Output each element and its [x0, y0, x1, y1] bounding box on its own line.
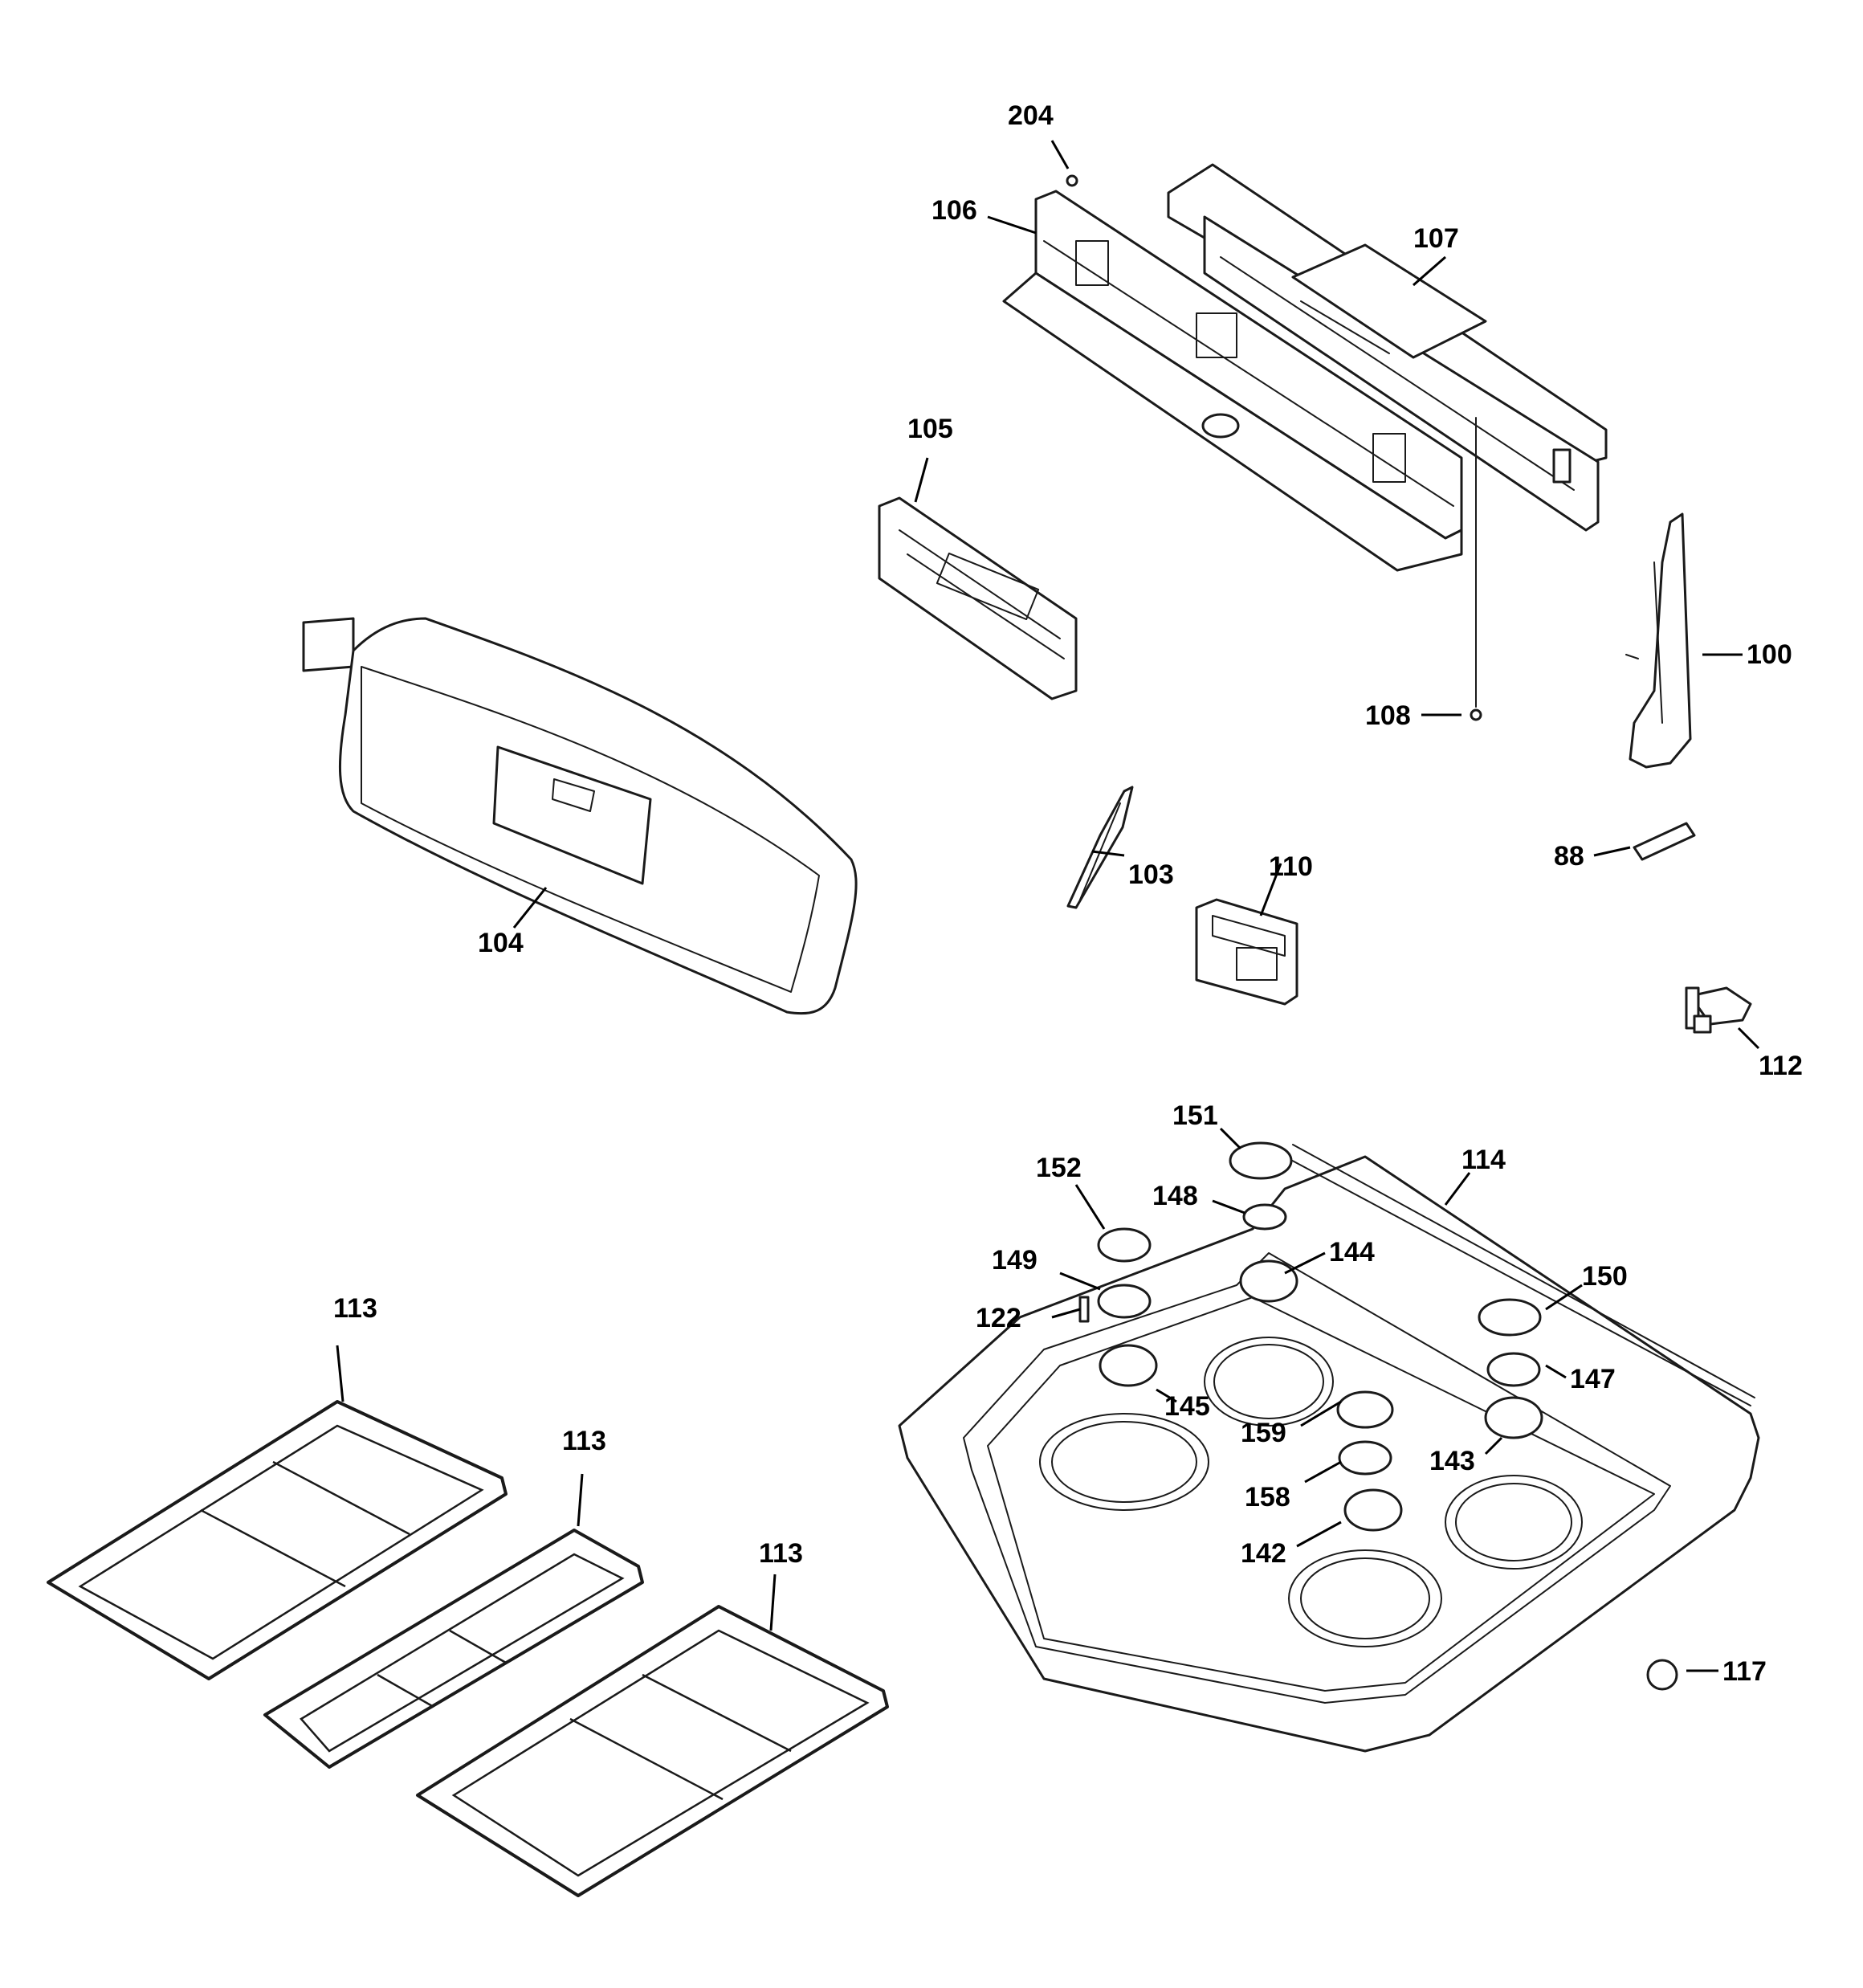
part-204-screw	[1066, 174, 1078, 187]
leader-lines	[336, 140, 1760, 1672]
callout-152: 152	[1036, 1153, 1082, 1183]
callout-150: 150	[1582, 1261, 1628, 1292]
callout-113-right: 113	[759, 1538, 803, 1569]
part-117-orifice	[1646, 1659, 1678, 1691]
part-106-bracket	[1002, 190, 1463, 572]
callout-159: 159	[1241, 1418, 1286, 1448]
callout-158: 158	[1245, 1482, 1290, 1512]
burner-heads	[1099, 1259, 1543, 1532]
part-104-control-panel	[302, 617, 858, 1015]
callout-122: 122	[976, 1303, 1021, 1333]
part-114-cooktop	[898, 1144, 1760, 1753]
part-112-valve	[1685, 986, 1752, 1034]
part-103-bracket	[1066, 786, 1134, 909]
callout-145: 145	[1164, 1391, 1210, 1422]
part-122-screw	[1078, 1296, 1090, 1323]
callout-148: 148	[1152, 1181, 1198, 1211]
part-110-spark-module	[1195, 898, 1298, 1006]
callout-112: 112	[1759, 1051, 1803, 1081]
callout-106: 106	[932, 195, 977, 226]
part-113-grate-left	[47, 1400, 508, 1680]
callout-114: 114	[1461, 1145, 1506, 1175]
callout-142: 142	[1241, 1538, 1286, 1569]
callout-labels: 204 106 107 105 100 108 88 103 110 104 1…	[333, 100, 1803, 1687]
part-113-grate-right	[416, 1605, 889, 1897]
burner-caps	[1097, 1141, 1542, 1476]
callout-110: 110	[1269, 851, 1313, 882]
callout-107: 107	[1413, 223, 1459, 254]
burner-bowls	[1039, 1337, 1583, 1647]
callout-113-left: 113	[333, 1293, 377, 1324]
part-100-side-trim	[1625, 512, 1692, 769]
part-105-control-board	[878, 496, 1078, 700]
callout-117: 117	[1722, 1656, 1767, 1687]
callout-204: 204	[1008, 100, 1054, 131]
callout-105: 105	[907, 414, 953, 444]
part-88-clip	[1633, 822, 1696, 861]
callout-113-middle: 113	[562, 1426, 606, 1456]
callout-143: 143	[1429, 1446, 1475, 1476]
callout-149: 149	[992, 1245, 1037, 1276]
part-108-screw	[1470, 417, 1482, 721]
callout-104: 104	[478, 928, 524, 958]
callout-103: 103	[1128, 859, 1174, 890]
callout-144: 144	[1329, 1237, 1375, 1268]
callout-88: 88	[1554, 841, 1584, 872]
callout-147: 147	[1570, 1364, 1616, 1394]
callout-108: 108	[1365, 700, 1411, 731]
callout-151: 151	[1172, 1100, 1218, 1131]
callout-100: 100	[1747, 639, 1792, 670]
part-107-backsplash	[1167, 163, 1608, 532]
part-113-grate-middle	[263, 1529, 644, 1769]
